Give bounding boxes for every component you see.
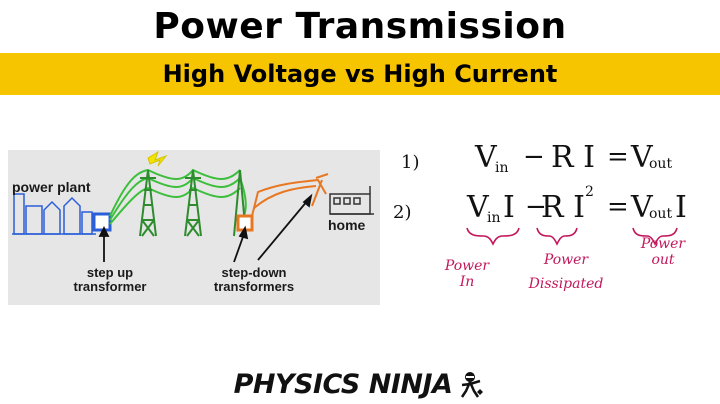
eq2-number: 2) xyxy=(393,202,412,223)
power-plant-label: power plant xyxy=(12,179,91,195)
step-up-label: step up transformer xyxy=(70,266,150,294)
low-voltage-lines xyxy=(251,173,329,217)
subtitle-bar: High Voltage vs High Current xyxy=(0,53,720,95)
step-up-label-line1: step up xyxy=(86,265,134,280)
brand-text: PHYSICS NINJA xyxy=(233,368,453,400)
step-up-transformer-icon xyxy=(92,212,112,232)
lightning-icon xyxy=(147,150,168,167)
eq1-v: V xyxy=(475,140,497,175)
annotation-power-in-line2: In xyxy=(459,274,475,290)
eq2-minus: − xyxy=(525,192,547,222)
equations-area: 1) V in − R I = V out 2) V in I − R I 2 … xyxy=(385,110,715,310)
annotation-power-out-line1: Power xyxy=(640,236,686,252)
eq1-minus: − xyxy=(523,142,545,172)
eq1-equals: = xyxy=(607,142,629,172)
annotation-power-out-line2: out xyxy=(651,252,675,268)
step-down-label: step-down transformers xyxy=(204,266,304,294)
page-title: Power Transmission xyxy=(153,6,567,47)
annotation-power-dissipated-line2: Dissipated xyxy=(528,276,604,292)
annotation-power-out: Power out xyxy=(633,236,693,268)
eq2-v: V xyxy=(467,190,489,225)
eq2-i2: I xyxy=(675,190,687,225)
eq2-vout: V xyxy=(631,190,653,225)
step-down-label-line1: step-down xyxy=(221,265,287,280)
home-label: home xyxy=(328,217,366,233)
annotation-power-dissipated: Power Dissipated xyxy=(521,252,611,292)
annotation-power-dissipated-line1: Power xyxy=(543,252,589,268)
eq2-in: in xyxy=(487,210,501,226)
eq1-number: 1) xyxy=(401,152,420,173)
page-subtitle: High Voltage vs High Current xyxy=(162,60,558,88)
eq1-vout: V xyxy=(631,140,653,175)
annotation-power-in-line1: Power xyxy=(444,258,490,274)
arrow-icon xyxy=(98,193,313,263)
power-grid-diagram: power plant home step up transformer ste… xyxy=(8,150,380,305)
high-voltage-lines xyxy=(109,168,247,225)
equation-braces xyxy=(466,227,678,246)
transmission-tower-icon xyxy=(139,169,247,237)
eq1-in: in xyxy=(495,160,509,176)
eq2-i: I xyxy=(503,190,515,225)
title-bar: Power Transmission xyxy=(0,0,720,53)
eq2-sq: 2 xyxy=(585,184,594,200)
step-up-label-line2: transformer xyxy=(73,279,147,294)
brand-logo: PHYSICS NINJA xyxy=(0,364,720,404)
brace-power-out xyxy=(632,227,678,246)
ninja-icon xyxy=(461,372,484,398)
eq1-ri: R I xyxy=(551,140,595,175)
eq2-equals: = xyxy=(607,192,629,222)
home-icon xyxy=(329,186,374,215)
eq2-out: out xyxy=(649,206,673,222)
eq2-ri: R I xyxy=(541,190,585,225)
power-plant-icon xyxy=(12,193,96,235)
brace-power-dissipated xyxy=(536,227,578,246)
step-down-label-line2: transformers xyxy=(213,279,295,294)
annotation-power-in: Power In xyxy=(437,258,497,290)
eq1-out: out xyxy=(649,156,673,172)
brace-power-in xyxy=(466,227,520,246)
power-grid-illustration xyxy=(12,150,374,263)
